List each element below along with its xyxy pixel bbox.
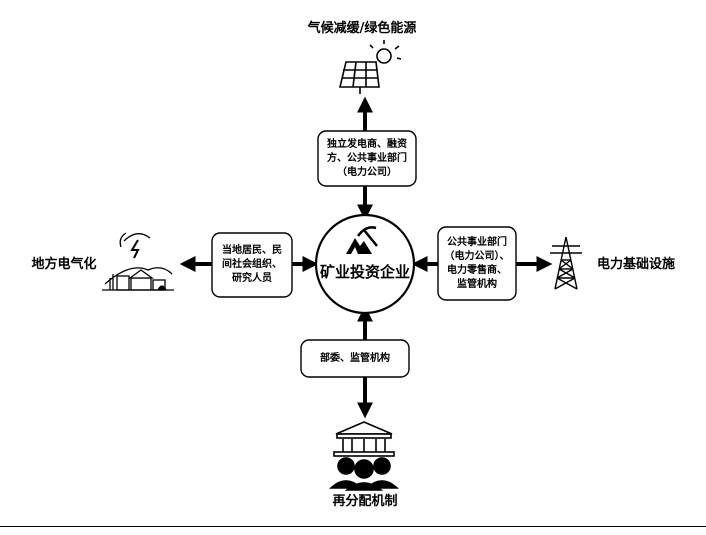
bottom-box-frame: [300, 339, 410, 378]
left-box-line: 间社会组织、: [222, 259, 282, 270]
bottom-box-line: 部委、监管机构: [320, 352, 390, 364]
bottom-divider: [0, 526, 706, 527]
mining-icon: [346, 226, 378, 254]
right-box-line: 公共事业部门: [447, 236, 507, 248]
bottom-stakeholder-box: 部委、监管机构: [301, 340, 409, 377]
top-box-line: （电力公司）: [337, 166, 397, 178]
center-node: 矿业投资企业: [314, 213, 416, 315]
village-electrification-icon: [102, 232, 174, 291]
top-box-frame: [317, 130, 417, 187]
left-box-line: 当地居民、民: [222, 245, 282, 256]
left-node-label: 地方电气化: [31, 256, 96, 272]
top-node-label: 气候减缓/绿色能源: [308, 20, 417, 36]
right-box-line: 监管机构: [457, 278, 497, 290]
government-people-icon: [328, 421, 400, 491]
right-box-line: 电力零售商、: [447, 264, 507, 276]
center-label: 矿业投资企业: [320, 263, 410, 281]
right-node-label: 电力基础设施: [597, 256, 675, 272]
top-box-line: 独立发电商、融资: [327, 138, 407, 150]
top-box-line: 方、公共事业部门: [327, 152, 407, 164]
top-stakeholder-box: 独立发电商、融资 方、公共事业部门 （电力公司）: [318, 131, 416, 186]
right-box-line: （电力公司）、: [444, 250, 510, 262]
solar-panel-icon: [338, 40, 402, 94]
left-stakeholder-box: 当地居民、民 间社会组织、 研究人员: [212, 233, 292, 297]
bottom-node-label: 再分配机制: [332, 493, 397, 509]
left-box-line: 研究人员: [232, 273, 272, 284]
transmission-tower-icon: [550, 236, 582, 290]
left-box-frame: [211, 232, 293, 298]
right-box-frame: [437, 226, 517, 301]
right-stakeholder-box: 公共事业部门 （电力公司）、 电力零售商、 监管机构: [438, 227, 516, 300]
